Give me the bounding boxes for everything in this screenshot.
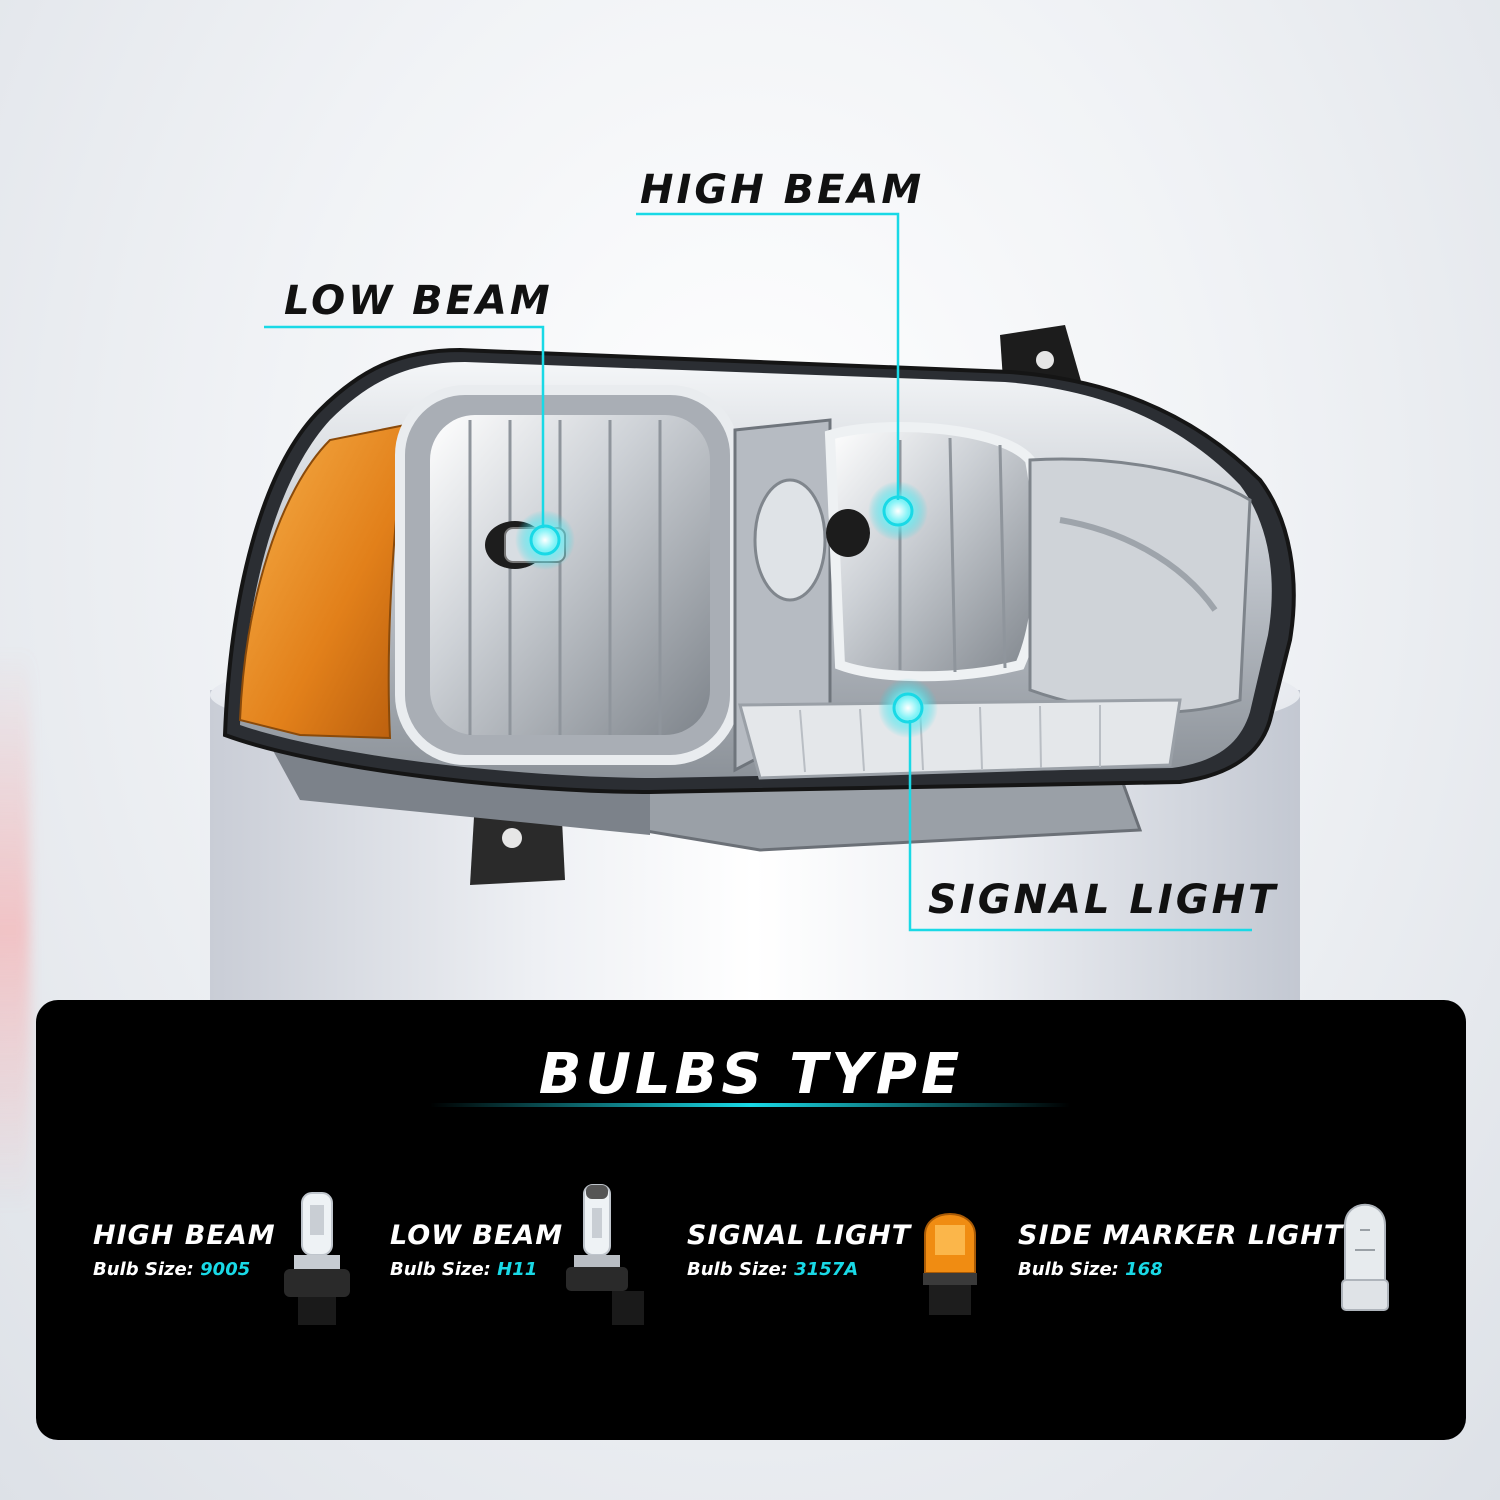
- headlamp-assembly: [222, 325, 1296, 885]
- signal-lens: [738, 698, 1182, 780]
- bulb-name: SIDE MARKER LIGHT: [1018, 1220, 1344, 1251]
- panel-title: BULBS TYPE: [538, 1042, 964, 1107]
- title-underline: [430, 1103, 1070, 1107]
- bulb-name: SIGNAL LIGHT: [687, 1220, 912, 1251]
- bulb-item-side-marker-light: SIDE MARKER LIGHT Bulb Size: 168: [1018, 1222, 1343, 1280]
- bulbs-type-panel: BULBS TYPE: [36, 1000, 1466, 1440]
- bulb-size: Bulb Size: 3157A: [687, 1259, 859, 1280]
- high-beam-marker: [868, 481, 928, 541]
- halogen-9005-bulb-icon: [284, 1192, 350, 1325]
- high-beam-label: HIGH BEAM: [640, 167, 925, 213]
- bulb-name: LOW BEAM: [390, 1220, 564, 1251]
- background-glow: [0, 650, 30, 1210]
- bulb-size: Bulb Size: 9005: [93, 1259, 251, 1280]
- bulb-name: HIGH BEAM: [93, 1220, 276, 1251]
- bulb-item-high-beam: HIGH BEAM Bulb Size: 9005: [93, 1222, 276, 1280]
- bulb-size: Bulb Size: 168: [1018, 1259, 1163, 1280]
- halogen-h11-bulb-icon: [566, 1184, 644, 1325]
- bulb-item-signal-light: SIGNAL LIGHT Bulb Size: 3157A: [687, 1222, 911, 1280]
- amber-side-marker: [238, 423, 407, 740]
- signal-light-label: SIGNAL LIGHT: [928, 877, 1279, 923]
- bulb-item-low-beam: LOW BEAM Bulb Size: H11: [390, 1222, 563, 1280]
- signal-light-marker: [878, 678, 938, 738]
- low-beam-label: LOW BEAM: [284, 278, 553, 324]
- low-beam-marker: [515, 510, 575, 570]
- bulb-size: Bulb Size: H11: [390, 1259, 538, 1280]
- amber-3157a-bulb-icon: [923, 1213, 977, 1315]
- wedge-168-bulb-icon: [1341, 1203, 1389, 1311]
